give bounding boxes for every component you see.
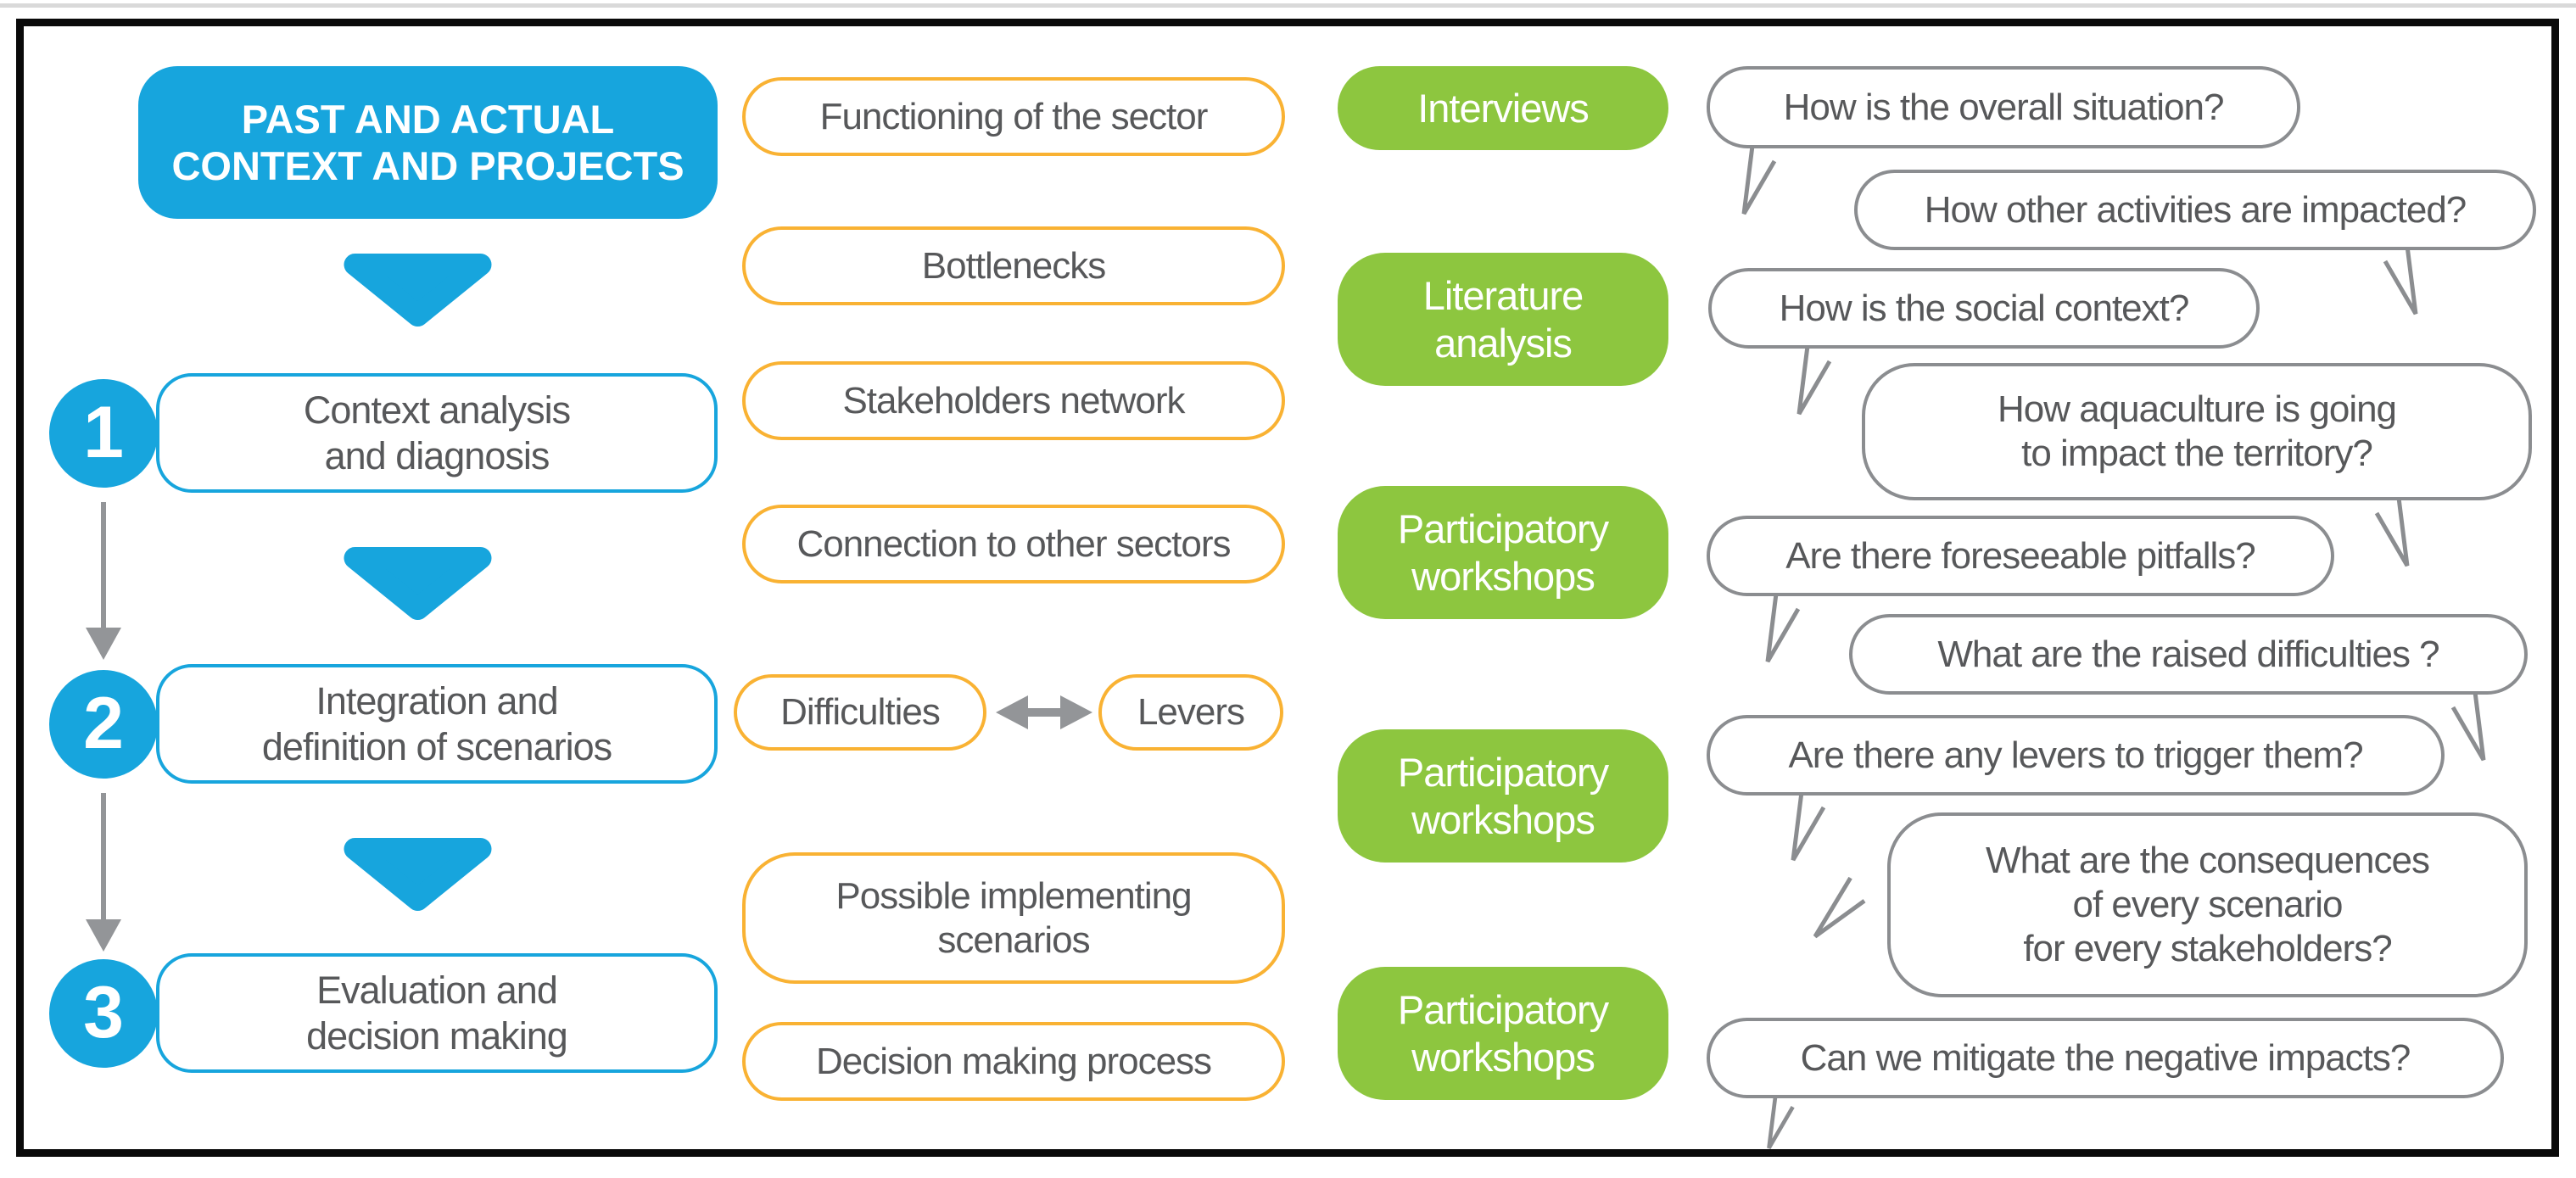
method-literature-analysis: Literature analysis bbox=[1338, 253, 1668, 386]
question-bubble-4: How aquaculture is going to impact the t… bbox=[1862, 363, 2532, 500]
method-interviews: Interviews bbox=[1338, 66, 1668, 150]
topic-levers: Levers bbox=[1098, 674, 1283, 751]
topic-connection-sectors: Connection to other sectors bbox=[742, 505, 1285, 583]
down-triangle-icon bbox=[344, 838, 492, 911]
question-bubble-5: Are there foreseeable pitfalls? bbox=[1707, 516, 2334, 596]
bubble-tail-icon bbox=[2383, 245, 2418, 315]
question-bubble-8: What are the consequences of every scena… bbox=[1887, 812, 2528, 997]
step-box-3: Evaluation and decision making bbox=[156, 953, 718, 1073]
topic-stakeholders-network: Stakeholders network bbox=[742, 361, 1285, 440]
bubble-tail-icon bbox=[1796, 345, 1832, 416]
method-participatory-workshops-2: Participatory workshops bbox=[1338, 729, 1668, 863]
topic-decision-process: Decision making process bbox=[742, 1022, 1285, 1101]
bubble-tail-icon bbox=[1765, 593, 1801, 663]
top-edge-line bbox=[0, 3, 2576, 8]
topic-possible-scenarios: Possible implementing scenarios bbox=[742, 852, 1285, 984]
double-arrow-icon bbox=[996, 695, 1092, 729]
bubble-tail-icon bbox=[2374, 497, 2410, 567]
question-bubble-9: Can we mitigate the negative impacts? bbox=[1707, 1018, 2504, 1098]
question-bubble-3: How is the social context? bbox=[1708, 268, 2260, 349]
down-arrow-icon bbox=[86, 793, 121, 952]
bubble-tail-icon bbox=[1767, 1094, 1795, 1149]
method-participatory-workshops-1: Participatory workshops bbox=[1338, 486, 1668, 619]
step-number-1: 1 bbox=[49, 379, 158, 488]
down-triangle-icon bbox=[344, 254, 492, 327]
bubble-tail-icon bbox=[2450, 691, 2486, 762]
header-box: PAST AND ACTUAL CONTEXT AND PROJECTS bbox=[138, 66, 718, 219]
bubble-tail-icon bbox=[1741, 145, 1777, 215]
question-bubble-7: Are there any levers to trigger them? bbox=[1707, 715, 2445, 796]
step-number-3: 3 bbox=[49, 959, 158, 1068]
step-number-2: 2 bbox=[49, 670, 158, 779]
diagram-frame bbox=[16, 19, 2559, 1157]
bubble-tail-icon bbox=[1813, 876, 1866, 939]
question-bubble-2: How other activities are impacted? bbox=[1854, 170, 2536, 250]
step-box-1: Context analysis and diagnosis bbox=[156, 373, 718, 493]
question-bubble-6: What are the raised difficulties ? bbox=[1849, 614, 2528, 695]
down-arrow-icon bbox=[86, 502, 121, 660]
down-triangle-icon bbox=[344, 547, 492, 620]
topic-bottlenecks: Bottlenecks bbox=[742, 226, 1285, 305]
bubble-tail-icon bbox=[1791, 791, 1826, 862]
method-participatory-workshops-3: Participatory workshops bbox=[1338, 967, 1668, 1100]
topic-functioning: Functioning of the sector bbox=[742, 77, 1285, 156]
step-box-2: Integration and definition of scenarios bbox=[156, 664, 718, 784]
question-bubble-1: How is the overall situation? bbox=[1707, 66, 2300, 148]
topic-difficulties: Difficulties bbox=[734, 674, 986, 751]
